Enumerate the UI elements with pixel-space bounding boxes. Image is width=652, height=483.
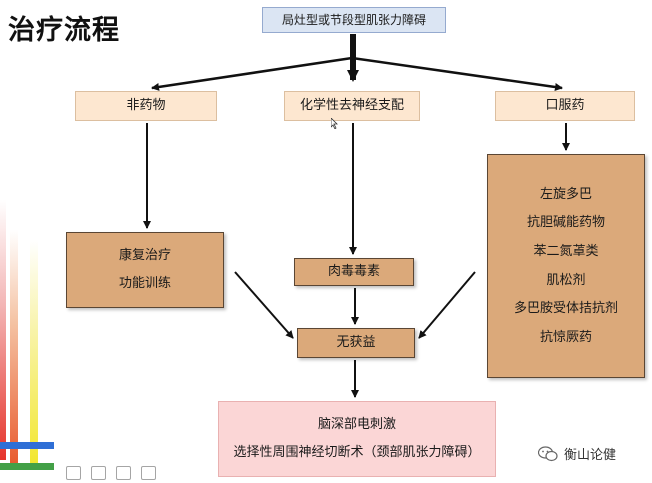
arrow-rehab-to-no-benefit [234, 271, 294, 339]
branch-chemical-denervation: 化学性去神经支配 [284, 91, 420, 121]
arrow-top-to-left [151, 56, 353, 91]
drug-item: 苯二氮䓬类 [533, 243, 599, 259]
watermark-text: 衡山论健 [564, 448, 617, 463]
drug-item: 肌松剂 [546, 272, 586, 288]
surgical-option: 选择性周围神经切断术（颈部肌张力障碍） [233, 445, 481, 460]
watermark: 衡山论健 [538, 444, 616, 463]
toolbar-icon[interactable] [141, 466, 156, 480]
branch-oral-drugs: 口服药 [495, 91, 635, 121]
wechat-icon [538, 445, 558, 461]
rehab-box: 康复治疗 功能训练 [66, 232, 224, 308]
branch-non-drug: 非药物 [75, 91, 217, 121]
decor-blue-bar [0, 442, 54, 449]
toolbar-icon[interactable] [116, 466, 131, 480]
top-node: 局灶型或节段型肌张力障碍 [262, 7, 446, 33]
decor-orange-bar [10, 230, 18, 470]
drug-item: 多巴胺受体拮抗剂 [513, 301, 618, 317]
mouse-cursor-icon [331, 118, 338, 129]
drug-item: 左旋多巴 [539, 186, 592, 202]
toolbar-icon[interactable] [91, 466, 106, 480]
oral-drug-list-box: 左旋多巴 抗胆碱能药物 苯二氮䓬类 肌松剂 多巴胺受体拮抗剂 抗惊厥药 [487, 154, 645, 378]
rehab-item: 康复治疗 [118, 248, 171, 264]
botulinum-box: 肉毒毒素 [294, 258, 414, 286]
decor-green-bar [0, 463, 54, 470]
player-toolbar [66, 466, 156, 480]
toolbar-icon[interactable] [66, 466, 81, 480]
no-benefit-box: 无获益 [297, 328, 415, 358]
decor-red-bar [0, 200, 6, 460]
drug-item: 抗胆碱能药物 [526, 215, 605, 231]
arrow-drugs-to-no-benefit [418, 271, 476, 339]
drug-item: 抗惊厥药 [539, 329, 592, 345]
rehab-item: 功能训练 [118, 276, 171, 291]
surgical-option: 脑深部电刺激 [317, 417, 396, 433]
arrow-top-to-right [351, 56, 563, 91]
surgical-options-box: 脑深部电刺激 选择性周围神经切断术（颈部肌张力障碍） [218, 401, 496, 477]
page-title: 治疗流程 [8, 15, 120, 46]
decor-yellow-bar [30, 240, 38, 470]
